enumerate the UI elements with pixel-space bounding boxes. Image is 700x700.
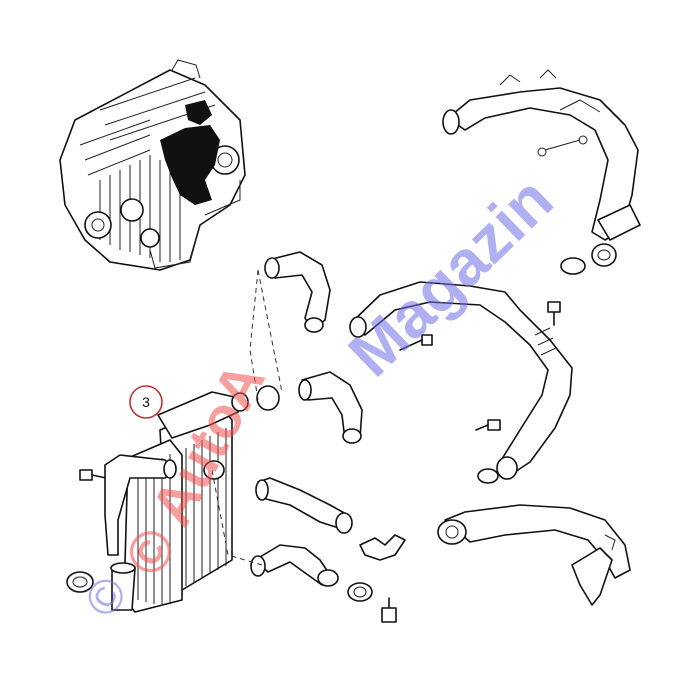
bolt-set [79,301,561,623]
upper-hose [264,251,331,333]
part-callout: 3 [129,385,163,419]
callout-circle [129,385,163,419]
upper-intake-pipe [442,69,641,275]
middle-hoses [203,371,406,602]
watermark-right: Magazin [335,163,567,390]
engine-illustration [59,59,246,271]
crossover-pipe [349,281,573,484]
lower-outlet-pipe [437,504,631,606]
callout-label: 3 [142,394,150,410]
intercooler-core [66,391,249,613]
alignment-lines [211,269,283,566]
